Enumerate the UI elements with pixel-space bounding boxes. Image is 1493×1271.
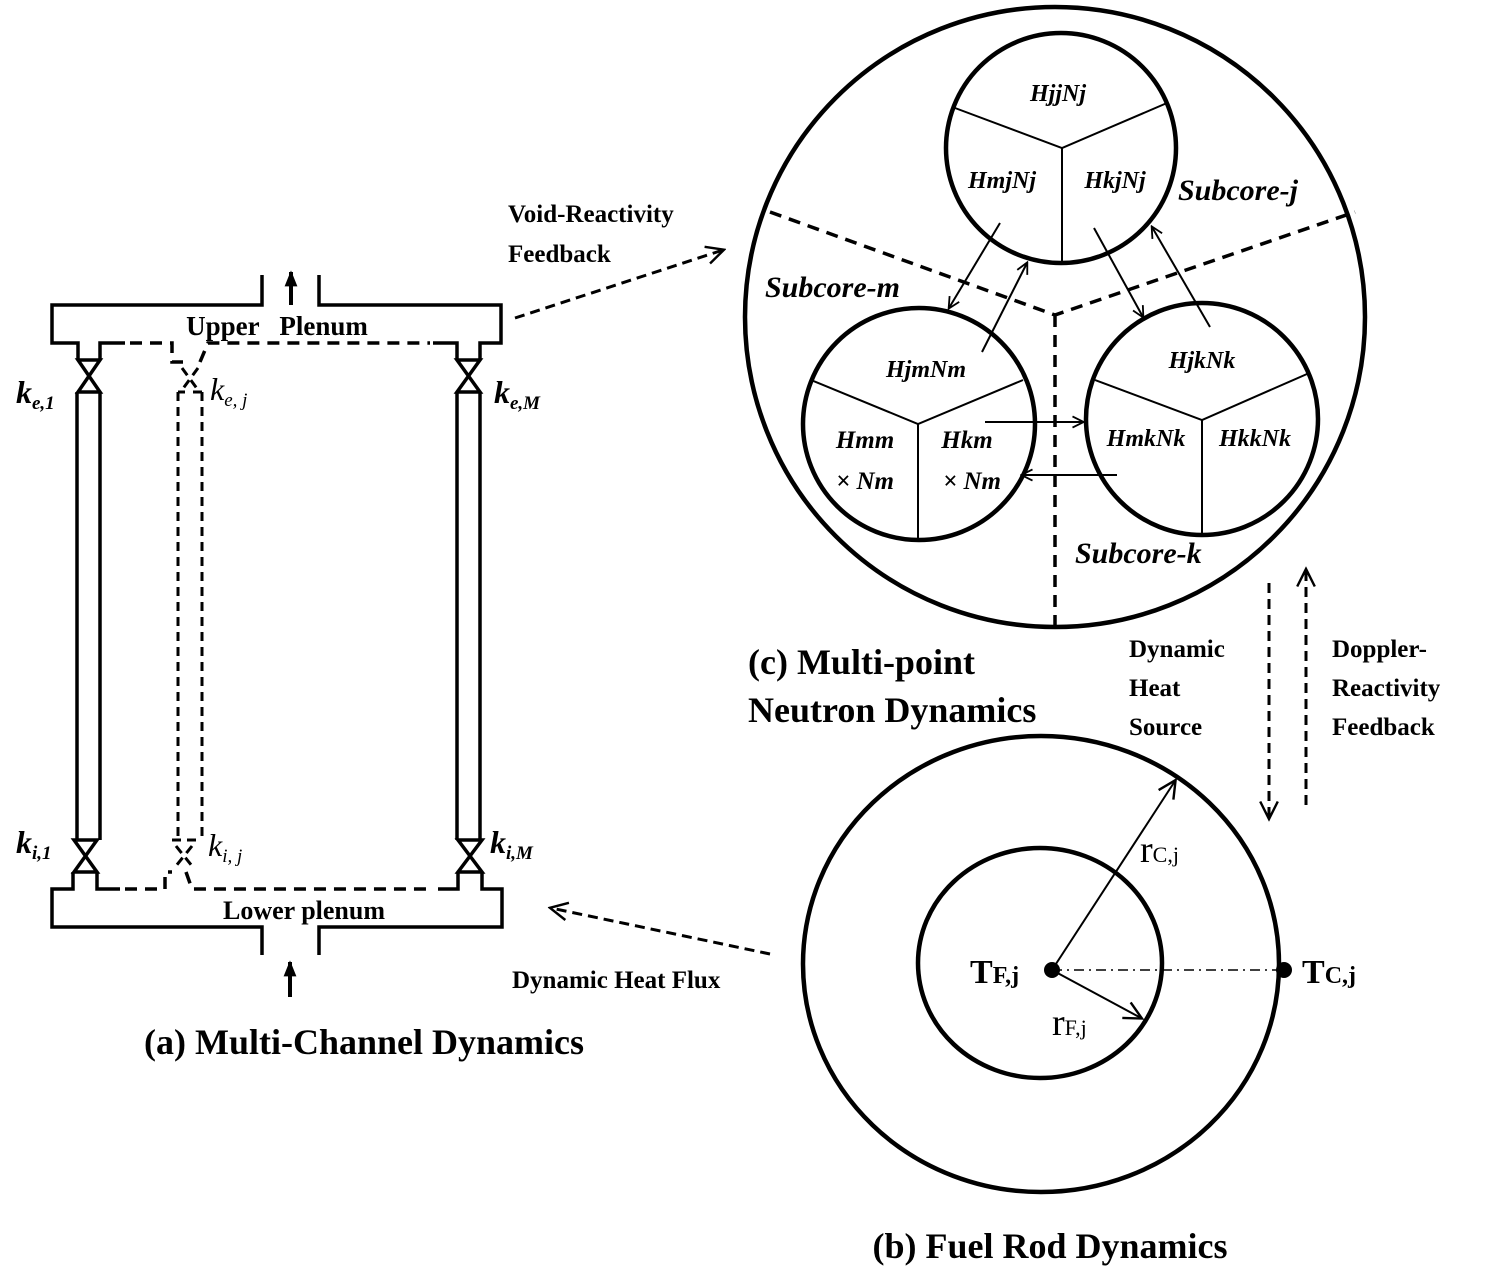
matrix-HkjNj: HkjNj <box>1083 168 1146 194</box>
coupling-arrow-j-to-k <box>1093 227 1143 317</box>
inlet-valve-j-icon <box>172 838 196 867</box>
fuel-pellet-circle <box>915 845 1165 1081</box>
coupling-arrow-j-to-m <box>949 222 1001 308</box>
exit-valve-j-icon <box>178 367 202 394</box>
caption-multi-point-line2: Neutron Dynamics <box>748 690 1036 730</box>
subcore-j-circle: HjjNj HmjNj HkjNj <box>943 30 1179 266</box>
matrix-Hmm-Nm: × Nm <box>836 468 894 495</box>
radius-fuel-arrow <box>1051 969 1141 1018</box>
doppler-label-1: Doppler- <box>1332 636 1427 663</box>
void-feedback-arrow <box>514 250 723 320</box>
caption-multi-point-line1: (c) Multi-point <box>748 642 975 682</box>
matrix-Hkm: Hkm <box>940 427 992 454</box>
valve-label-kej: ke, j <box>210 371 247 411</box>
heat-source-label-1: Dynamic <box>1129 636 1225 663</box>
heat-flux-arrow <box>551 908 771 956</box>
coupling-arrow-m-to-j <box>981 263 1027 353</box>
fuel-temperature-label: TF,j <box>970 954 1019 991</box>
matrix-HjkNk: HjkNk <box>1168 348 1236 374</box>
matrix-HjmNm: HjmNm <box>885 357 966 383</box>
heat-source-label-2: Heat <box>1129 675 1181 702</box>
clad-surface-point <box>1276 962 1292 978</box>
valve-label-kiM: ki,M <box>490 824 534 864</box>
channel-1 <box>70 358 104 874</box>
inlet-valve-1-icon <box>70 838 101 874</box>
lower-plenum-label: Lower plenum <box>223 896 385 925</box>
doppler-label-3: Feedback <box>1332 714 1435 741</box>
valve-label-ki1: ki,1 <box>16 824 52 864</box>
matrix-HmkNk: HmkNk <box>1106 426 1186 452</box>
channel-M <box>453 358 486 874</box>
exit-valve-M-icon <box>453 358 484 394</box>
multi-channel-panel: Upper Plenum Lower plenum ke,1 ke, j ke,… <box>16 270 584 1062</box>
subcore-k-label: Subcore-k <box>1075 537 1202 570</box>
subcore-j-label: Subcore-j <box>1178 174 1299 207</box>
fuel-rod-panel: TF,j TC,j rC,j rF,j (b) Fuel Rod Dynamic… <box>800 733 1356 1266</box>
matrix-Hkm-Nm: × Nm <box>943 468 1001 495</box>
valve-label-keM: ke,M <box>494 374 541 414</box>
upper-plenum-label: Upper Plenum <box>186 311 368 341</box>
matrix-HkkNk: HkkNk <box>1218 426 1291 452</box>
upper-plenum-dashed-edge <box>130 341 430 364</box>
caption-multi-channel: (a) Multi-Channel Dynamics <box>144 1022 584 1062</box>
clad-temperature-label: TC,j <box>1302 954 1356 991</box>
lower-plenum-dashed-edge <box>125 870 430 891</box>
valve-label-ke1: ke,1 <box>16 374 55 414</box>
radius-clad-arrow <box>1051 781 1175 971</box>
subcore-divider <box>769 210 1356 628</box>
matrix-HjjNj: HjjNj <box>1029 81 1086 107</box>
void-feedback-label-2: Feedback <box>508 241 611 268</box>
subcore-m-circle: HjmNm Hmm × Nm Hkm × Nm <box>800 305 1038 543</box>
upper-plenum-outline <box>50 275 503 360</box>
feedback-links: Void-Reactivity Feedback Dynamic Heat Fl… <box>508 201 1441 994</box>
void-feedback-label-1: Void-Reactivity <box>508 201 674 228</box>
cladding-circle <box>800 733 1282 1195</box>
subcore-m-label: Subcore-m <box>765 271 900 304</box>
subcore-k-circle: HjkNk HmkNk HkkNk <box>1083 300 1321 538</box>
inlet-valve-M-icon <box>454 838 486 874</box>
caption-fuel-rod: (b) Fuel Rod Dynamics <box>872 1226 1227 1266</box>
neutron-dynamics-panel: HjjNj HmjNj HkjNj HjmNm Hmm × Nm Hkm × N… <box>742 4 1368 730</box>
fuel-center-point <box>1044 962 1060 978</box>
doppler-label-2: Reactivity <box>1332 675 1441 702</box>
matrix-Hmm: Hmm <box>835 427 894 454</box>
heat-flux-label: Dynamic Heat Flux <box>512 967 721 994</box>
fuel-radius-label: rF,j <box>1052 1002 1087 1044</box>
coupling-arrow-k-to-j <box>1152 227 1211 328</box>
lower-plenum-outline <box>50 872 504 955</box>
valve-label-kij: ki, j <box>208 827 242 867</box>
channel-j <box>172 367 204 867</box>
matrix-HmjNj: HmjNj <box>967 168 1036 194</box>
exit-valve-1-icon <box>74 358 104 394</box>
heat-source-label-3: Source <box>1129 714 1202 741</box>
clad-radius-label: rC,j <box>1140 829 1179 871</box>
